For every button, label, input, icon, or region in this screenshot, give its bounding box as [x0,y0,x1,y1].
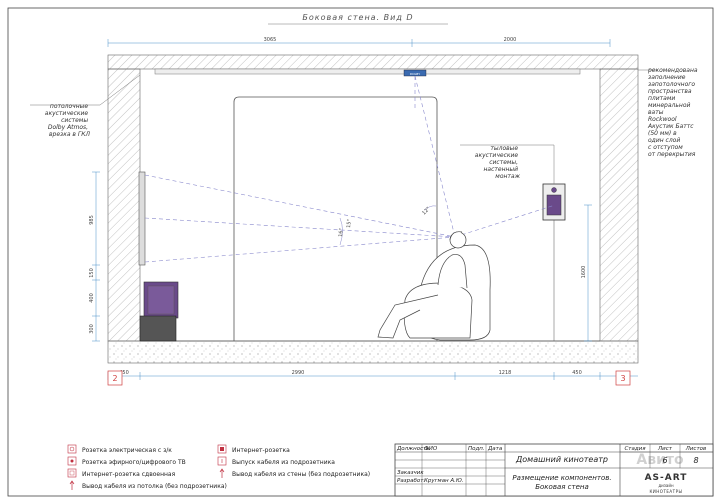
front-speaker-panel [147,285,175,315]
tv-socket-icon [67,456,77,466]
legend-left: Розетка электрическая с з/к Розетка эфир… [67,444,227,490]
legend-item-tv: Розетка эфирного/цифрового ТВ [82,459,186,466]
tb-row-dev-name: Кругман А.Ю. [424,478,464,484]
left-wall [107,68,141,342]
tb-sheets-header: Листов [685,446,707,452]
tb-logo-sub-1: дизайн [658,483,674,488]
rear-speaker-note: тыловые акустические системы, настенный … [475,145,521,180]
tb-header-sign: Подп. [468,446,485,452]
angle-label-a: 15° [346,218,353,228]
ceiling-speaker-label: DOLBY [410,72,420,76]
tb-stage-header: Стадия [624,446,646,452]
tb-sheet-title-1: Размещение компонентов. [512,474,611,482]
ceiling-slab [107,54,639,70]
tb-sheets-total: 8 [693,456,698,465]
dim-left-400: 400 [89,293,95,303]
tb-logo: AS-ART [645,473,688,483]
insulation-note: рекомендована заполнение запотолочного п… [647,67,700,158]
dim-bottom-2: 1218 [499,370,512,376]
tb-sheet-title-2: Боковая стена [535,483,589,491]
socket-ground-icon [67,444,77,454]
legend-item-cable-box: Выпуск кабеля из подрозетника [232,459,335,466]
axis-marker-right-label: 3 [620,374,625,383]
drawing-title: Боковая стена. Вид D [302,13,413,22]
cable-from-wall-icon [219,468,225,478]
dim-bottom-0: 450 [119,370,129,376]
annotation-leaders [30,69,658,184]
tb-project-title: Домашний кинотеатр [515,455,608,464]
right-wall [599,68,639,342]
tb-header-role: Должность [396,446,430,452]
legend-item-double-internet: Интернет-розетка сдвоенная [82,471,176,478]
top-dimensions: 3065 2000 [107,37,611,47]
sheet-frame [7,7,714,497]
projection-screen [138,171,146,266]
armchair-with-viewer [377,231,491,341]
axis-marker-left [107,370,123,386]
angle-label-c: 12° [421,206,432,217]
cable-from-ceiling-icon [69,480,75,490]
tb-header-date: Дата [487,446,503,452]
right-vertical-dimension: 1600 [581,204,592,342]
double-internet-socket-icon-inner [69,470,75,476]
media-cabinet [139,315,177,342]
ceiling-speaker-note: потолочные акустические системы Dolby At… [45,103,91,138]
angle-arc-a [339,217,343,246]
legend-item-internet: Интернет-розетка [232,447,290,454]
legend-item-socket: Розетка электрическая с з/к [82,447,172,454]
watermark: Авито [636,452,684,468]
tb-sheet-no: 6 [662,456,667,465]
dim-bottom-1: 2990 [292,370,305,376]
tv-socket-icon-inner [70,459,74,463]
dim-top-right: 2000 [504,37,517,43]
tb-row-dev-role: Разработ. [397,478,425,484]
dim-bottom-3: 450 [572,370,582,376]
dim-left-150: 150 [89,268,95,278]
sight-lines [144,75,556,263]
double-internet-socket-icon [67,468,77,478]
left-vertical-dimensions: 985 150 400 300 [89,171,100,342]
axis-marker-left-label: 2 [112,374,117,383]
rear-speaker-tweeter [551,187,557,193]
dim-left-300: 300 [89,324,95,334]
floor-slab [107,340,639,364]
dim-left-985: 985 [89,215,95,225]
angle-arc-b [424,205,437,211]
angle-label-b: 16° [338,227,345,237]
door-opening [233,96,438,341]
legend-item-cable-ceiling: Вывод кабеля из потолка (без подрозетник… [82,483,227,490]
axis-marker-right [615,370,631,386]
tb-sheet-header: Лист [657,446,673,452]
suspended-ceiling [154,68,581,75]
cable-outlet-box-icon [217,456,227,466]
title-block: Должность ФИО Подп. Дата Заказчик Разраб… [394,443,714,497]
dim-right-1600: 1600 [581,266,587,279]
socket-ground-icon-inner [69,446,75,452]
dim-top-left: 3065 [264,37,277,43]
tb-row-client-role: Заказчик [397,470,424,476]
internet-socket-icon [217,444,227,454]
bottom-dimensions: 450 2990 1218 450 [107,370,638,380]
tb-logo-sub-2: КИНОТЕАТРЫ [649,489,682,494]
tb-header-name: ФИО [424,446,438,452]
rear-speaker-cone [546,194,562,216]
legend-item-cable-wall: Вывод кабеля из стены (без подрозетника) [232,471,370,478]
legend-right: Интернет-розетка Выпуск кабеля из подроз… [217,444,370,478]
internet-socket-icon-inner [220,447,224,451]
